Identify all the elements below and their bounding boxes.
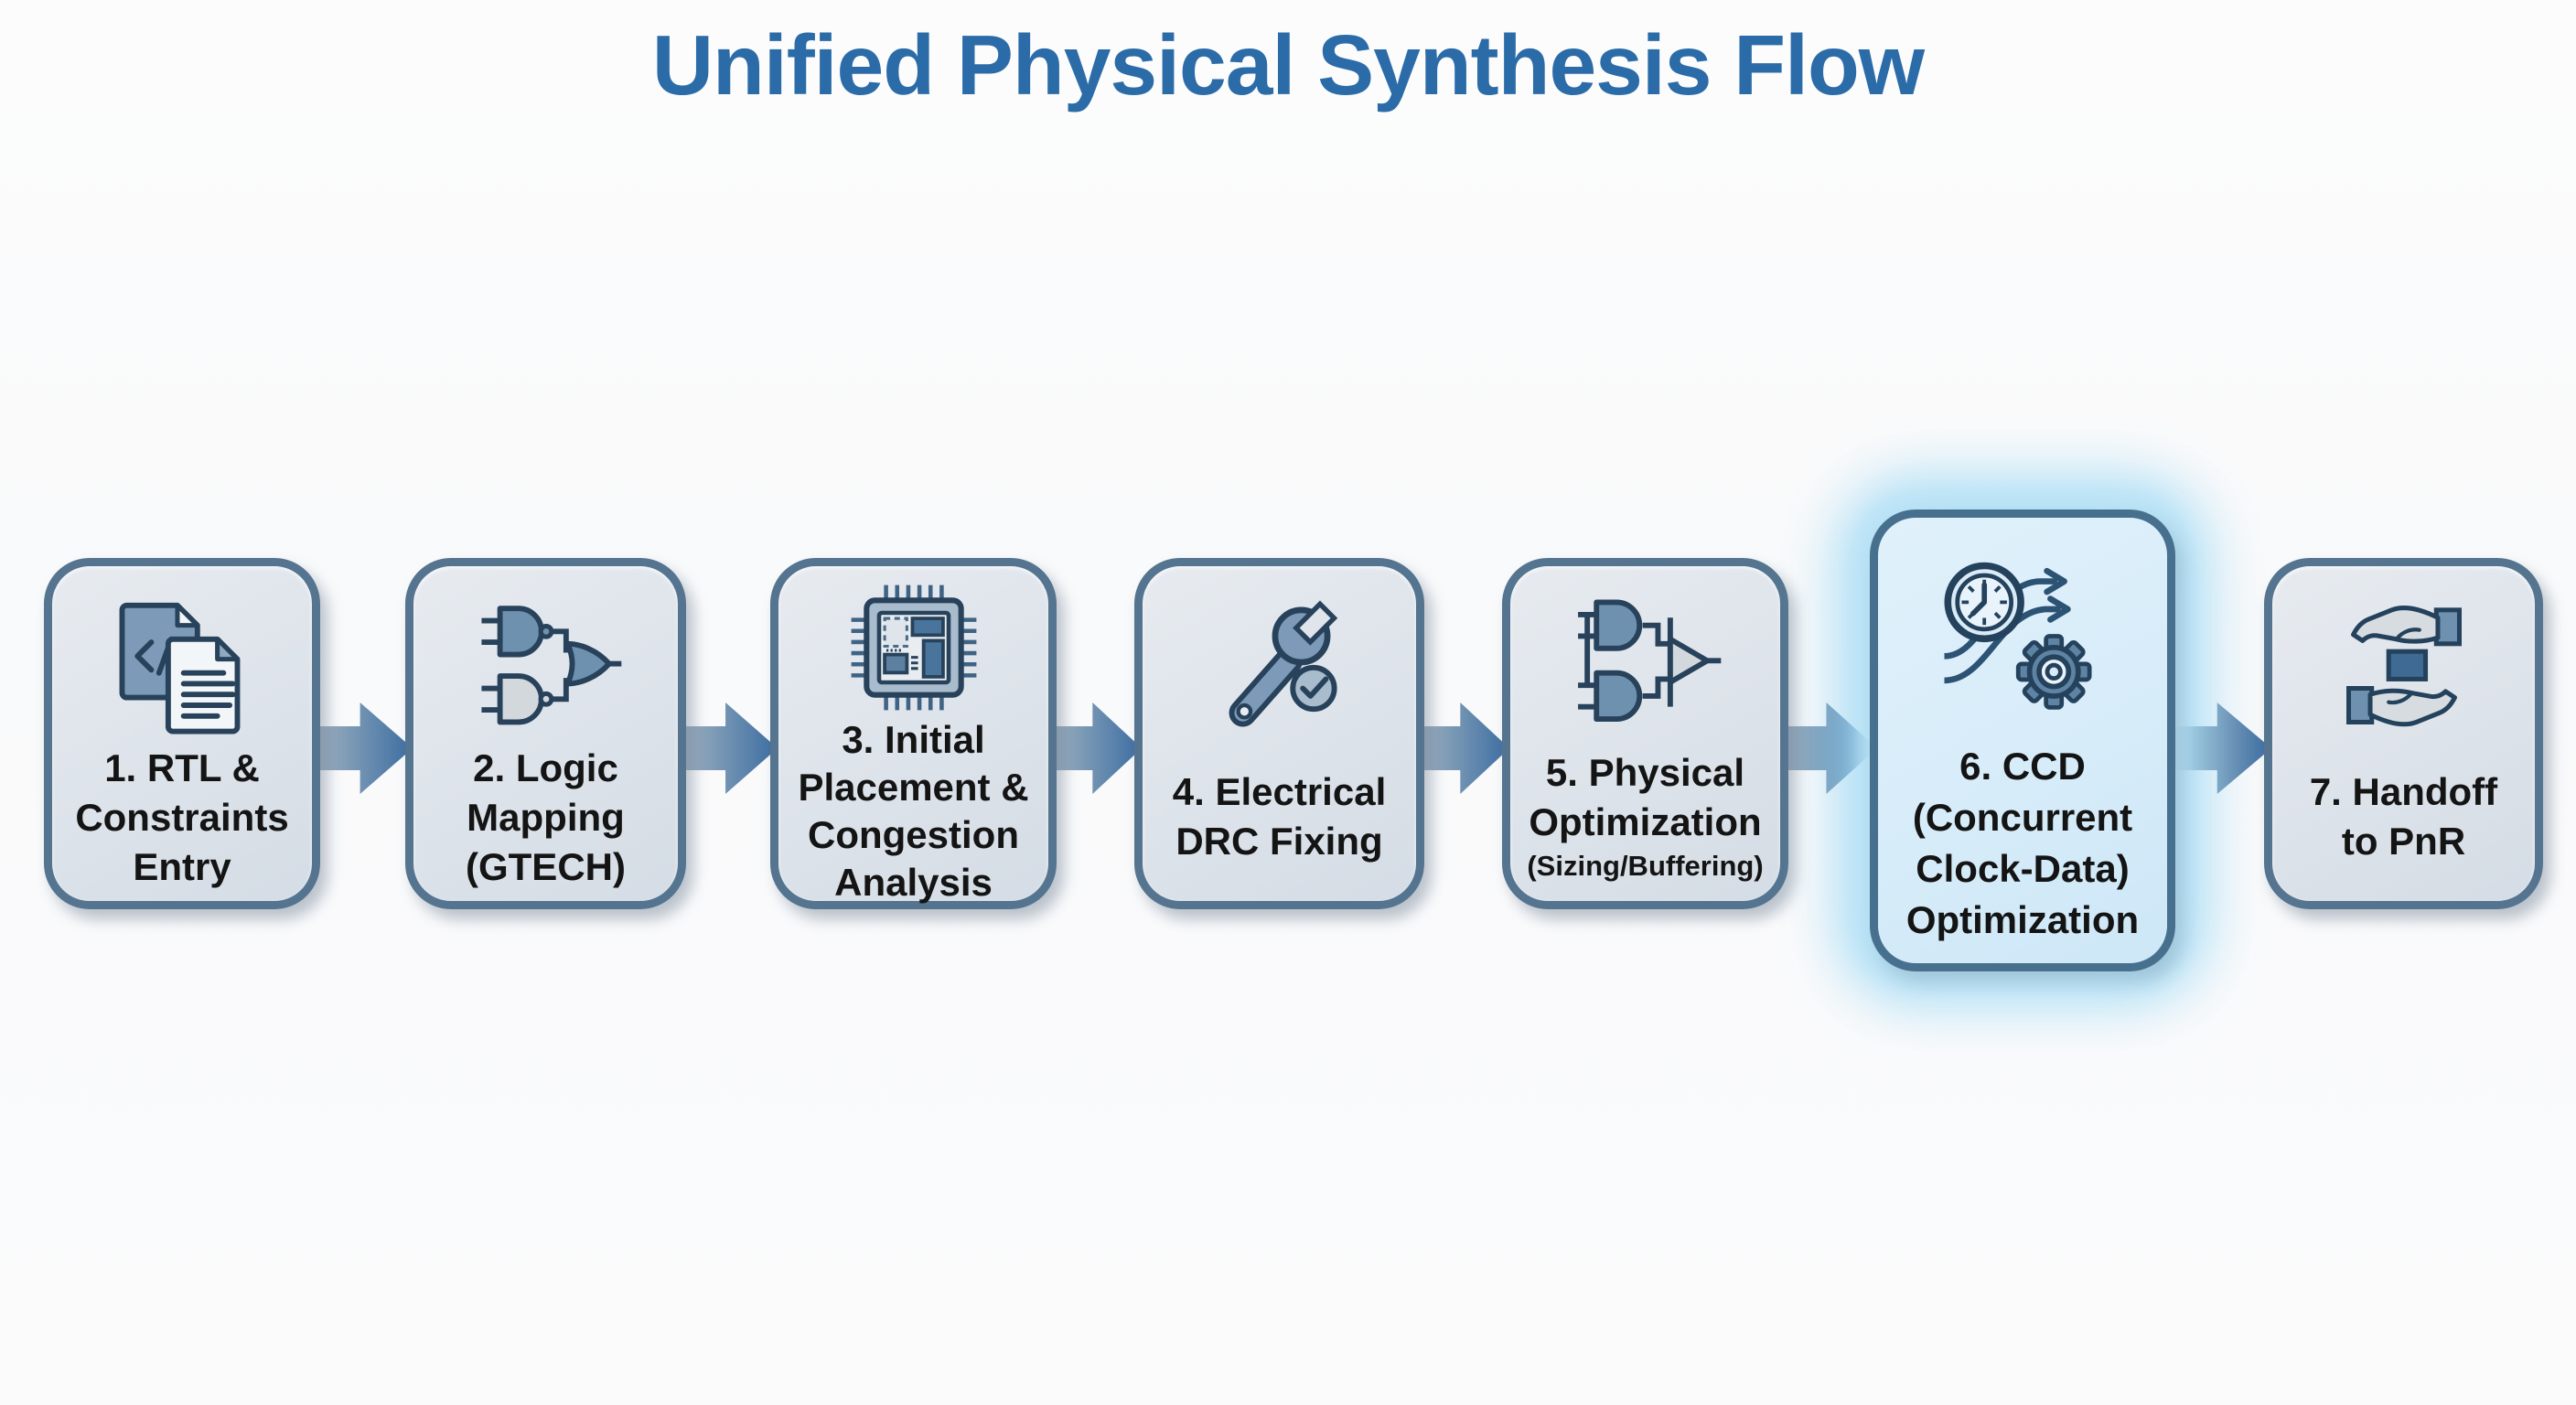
flow-arrow: [1036, 702, 1142, 794]
step-label: 4. Electrical DRC Fixing: [1143, 744, 1416, 901]
page-title: Unified Physical Synthesis Flow: [651, 17, 1925, 113]
step-label-line: (GTECH): [466, 845, 626, 888]
step-box-physical-optimization: 5. Physical Optimization (Sizing/Bufferi…: [1502, 558, 1788, 909]
step-label: 6. CCD (Concurrent Clock-Data) Optimizat…: [1878, 734, 2167, 963]
step-label-line: Constraints: [75, 796, 289, 839]
step-label-line: Clock-Data): [1916, 846, 2130, 890]
step-label: 5. Physical Optimization (Sizing/Bufferi…: [1510, 744, 1780, 901]
step-box-handoff-to-pnr: 7. Handoff to PnR: [2264, 558, 2543, 909]
step-label-line: Mapping: [467, 796, 625, 839]
step-label: 2. Logic Mapping (GTECH): [413, 744, 678, 903]
step-label: 1. RTL & Constraints Entry: [52, 744, 312, 903]
step-label: 3. Initial Placement & Congestion Analys…: [778, 716, 1048, 917]
flow-arrow: [1768, 702, 1877, 794]
wrench-check-icon: [1193, 590, 1367, 744]
flow-arrow: [300, 702, 413, 794]
step-label-subline: (Sizing/Buffering): [1527, 850, 1764, 882]
step-label-line: 2. Logic: [473, 746, 618, 789]
step-label-line: 4. Electrical: [1172, 770, 1387, 813]
step-label-line: Optimization: [1905, 897, 2140, 941]
step-label-line: to PnR: [2341, 820, 2466, 863]
step-label-line: Optimization: [1529, 800, 1762, 843]
step-label-line: 7. Handoff: [2309, 770, 2498, 813]
step-label-line: 6. CCD: [1959, 744, 2086, 788]
handoff-hands-icon: [2317, 590, 2491, 744]
step-label-line: Placement &: [798, 766, 1029, 809]
step-box-logic-mapping: 2. Logic Mapping (GTECH): [405, 558, 686, 909]
step-label-line: Entry: [133, 845, 231, 888]
step-label-line: 5. Physical: [1545, 751, 1745, 794]
clock-gear-icon: [1936, 554, 2109, 734]
flow-arrow: [666, 702, 778, 794]
logic-gates-icon: [459, 590, 633, 744]
gates-buffer-icon: [1559, 590, 1733, 744]
step-label-line: 1. RTL &: [104, 746, 260, 789]
step-box-initial-placement: 3. Initial Placement & Congestion Analys…: [770, 558, 1057, 909]
chip-floorplan-icon: [827, 579, 1001, 716]
flow-arrow: [1404, 702, 1509, 794]
step-label-line: Congestion: [808, 813, 1019, 856]
step-box-electrical-drc-fixing: 4. Electrical DRC Fixing: [1134, 558, 1424, 909]
step-box-rtl-constraints-entry: 1. RTL & Constraints Entry: [44, 558, 320, 909]
flow-arrow: [2155, 702, 2271, 794]
step-label-line: 3. Initial: [842, 718, 985, 761]
code-documents-icon: [95, 590, 269, 744]
step-label-line: DRC Fixing: [1175, 820, 1383, 863]
step-label-line: (Concurrent: [1912, 795, 2133, 839]
step-box-ccd-optimization: 6. CCD (Concurrent Clock-Data) Optimizat…: [1870, 509, 2175, 971]
step-label: 7. Handoff to PnR: [2272, 744, 2535, 901]
step-label-line: Analysis: [834, 861, 993, 904]
